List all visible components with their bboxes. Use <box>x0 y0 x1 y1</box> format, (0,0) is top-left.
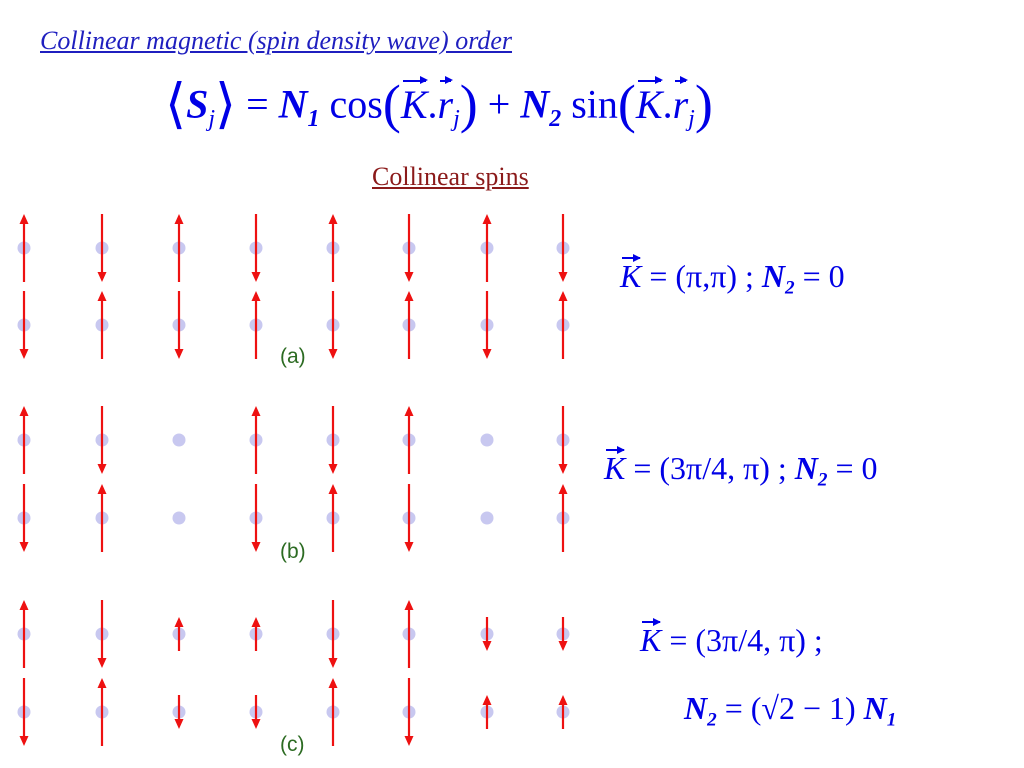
spin-down-arrow <box>19 291 29 359</box>
spin-up-arrow <box>19 214 29 282</box>
equation-a: K = (π,π) ; N2 = 0 <box>620 253 845 299</box>
spin-down-arrow <box>404 484 414 552</box>
lattice-site <box>172 511 186 525</box>
spin-down-arrow <box>558 406 568 474</box>
spin-down-arrow <box>251 484 261 552</box>
spin-down-arrow <box>97 214 107 282</box>
spin-up-arrow <box>558 695 568 729</box>
spin-down-arrow <box>404 214 414 282</box>
equation-b: K = (3π/4, π) ; N2 = 0 <box>604 445 878 491</box>
spin-lattice <box>17 214 570 746</box>
spin-down-arrow <box>328 600 338 668</box>
spin-up-arrow <box>97 484 107 552</box>
spin-up-arrow <box>482 214 492 282</box>
spin-up-arrow <box>404 600 414 668</box>
spin-down-arrow <box>404 678 414 746</box>
spin-up-arrow <box>482 695 492 729</box>
spin-down-arrow <box>251 695 261 729</box>
spin-up-arrow <box>328 678 338 746</box>
spin-up-arrow <box>328 484 338 552</box>
spin-down-arrow <box>482 291 492 359</box>
spin-up-arrow <box>97 678 107 746</box>
spin-down-arrow <box>482 617 492 651</box>
spin-up-arrow <box>174 617 184 651</box>
spin-up-arrow <box>251 406 261 474</box>
spin-up-arrow <box>251 617 261 651</box>
main-equation: ⟨Sj⟩ = N1 cos(K.rj) + N2 sin(K.rj) <box>165 74 713 134</box>
spin-up-arrow <box>19 406 29 474</box>
lattice-site <box>480 511 494 525</box>
spin-up-arrow <box>328 214 338 282</box>
spin-up-arrow <box>97 291 107 359</box>
panel-label-b: (b) <box>280 540 306 563</box>
equation-c-line1: K = (3π/4, π) ; <box>640 617 823 658</box>
spin-down-arrow <box>174 695 184 729</box>
spin-up-arrow <box>558 291 568 359</box>
lattice-site <box>172 433 186 447</box>
panel-label-a: (a) <box>280 345 306 368</box>
slide-title: Collinear magnetic (spin density wave) o… <box>40 26 513 55</box>
subtitle: Collinear spins <box>372 162 529 191</box>
spin-up-arrow <box>558 484 568 552</box>
equation-c-line2: N2 = (√2 − 1) N1 <box>684 690 897 731</box>
spin-up-arrow <box>404 291 414 359</box>
spin-down-arrow <box>558 214 568 282</box>
spin-down-arrow <box>328 406 338 474</box>
spin-down-arrow <box>558 617 568 651</box>
spin-down-arrow <box>97 600 107 668</box>
spin-down-arrow <box>328 291 338 359</box>
panel-label-c: (c) <box>280 733 305 756</box>
spin-up-arrow <box>404 406 414 474</box>
spin-down-arrow <box>19 484 29 552</box>
spin-down-arrow <box>251 214 261 282</box>
spin-up-arrow <box>174 214 184 282</box>
spin-down-arrow <box>174 291 184 359</box>
spin-up-arrow <box>251 291 261 359</box>
spin-down-arrow <box>19 678 29 746</box>
lattice-site <box>480 433 494 447</box>
spin-up-arrow <box>19 600 29 668</box>
spin-down-arrow <box>97 406 107 474</box>
